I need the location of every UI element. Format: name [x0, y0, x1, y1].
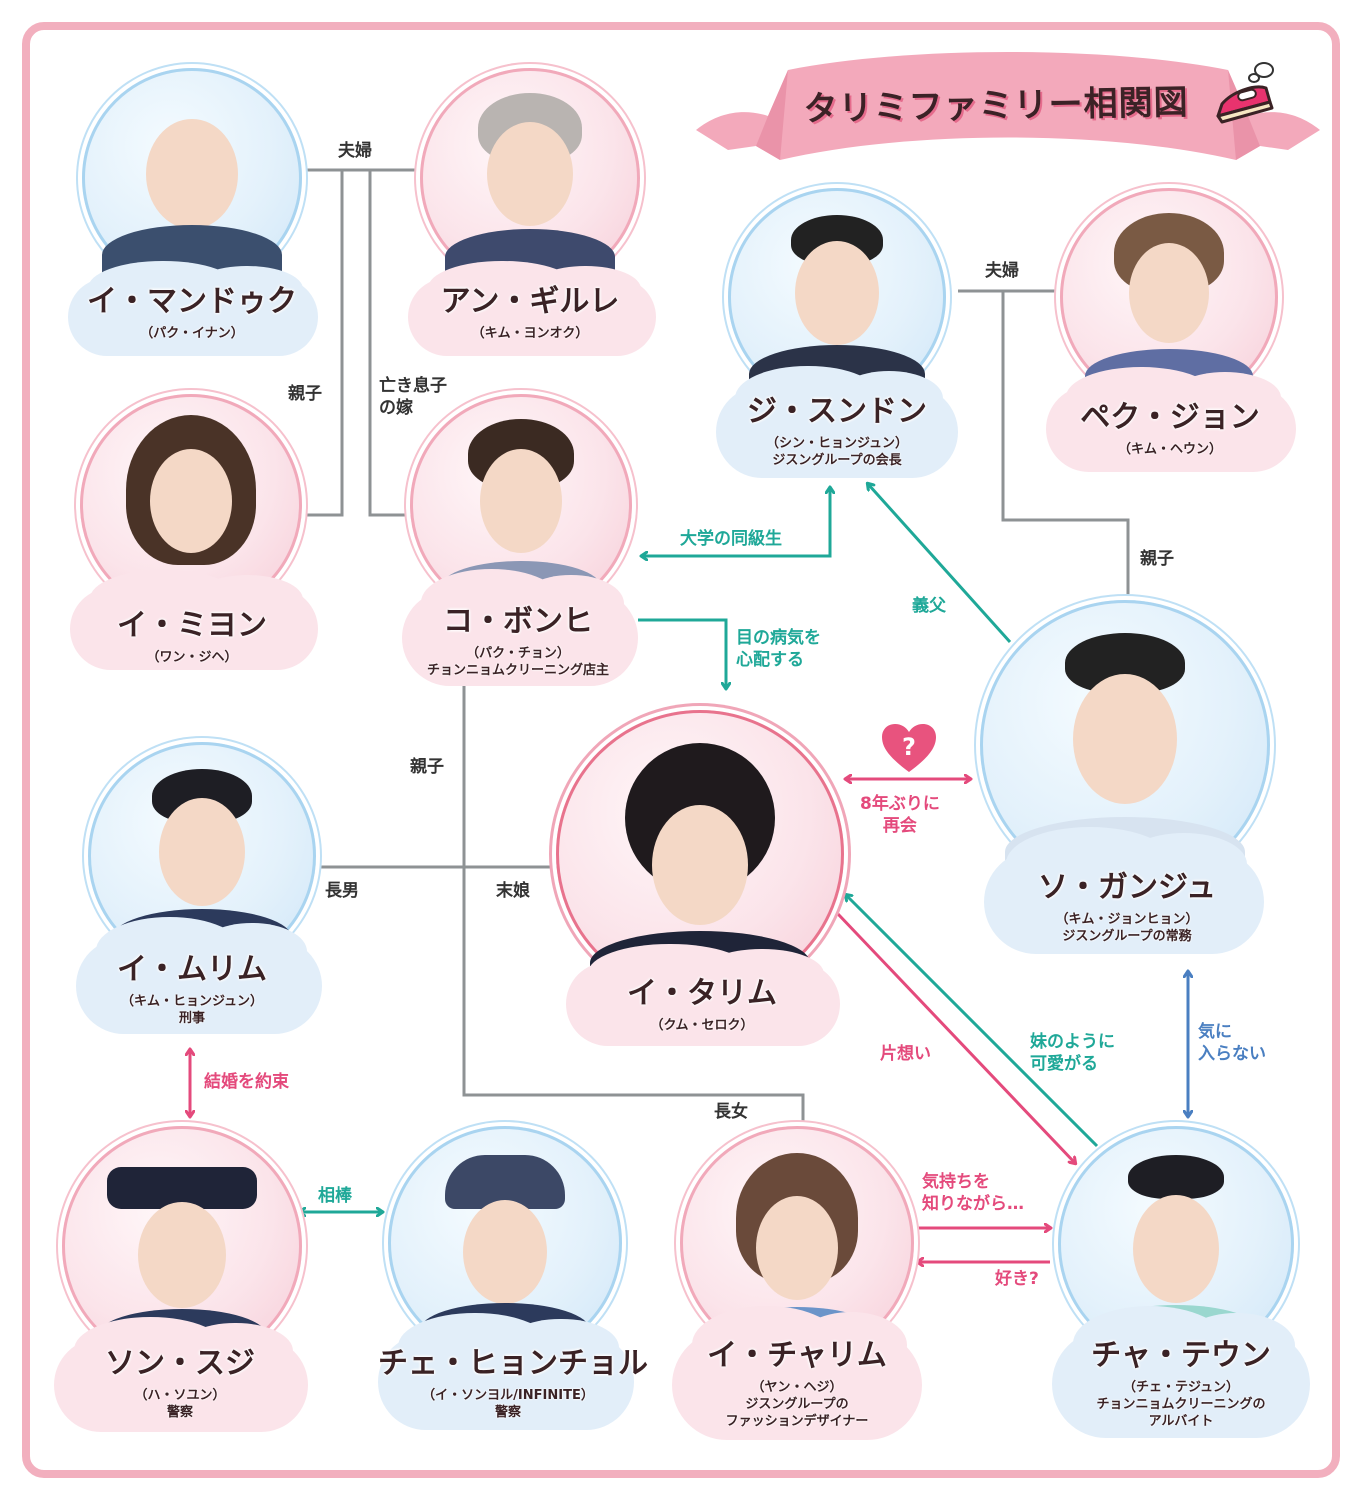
iron-icon — [1216, 62, 1274, 124]
character-name: イ・チャリム — [707, 1338, 887, 1373]
character-role: ジスングループの会長 — [772, 453, 902, 468]
character-name: チャ・テウン — [1091, 1338, 1271, 1373]
character-cha-taeun: チャ・テウン （チェ・テジュン） チョンニョムクリーニングの アルバイト — [1046, 1124, 1316, 1444]
name-cloud — [716, 365, 958, 478]
ribbon-icon — [696, 52, 1320, 160]
label-parent-child-1: 親子 — [288, 384, 322, 404]
label-worried-eye-disease: 目の病気を 心配する — [736, 628, 821, 670]
character-name: ジ・スンドン — [747, 394, 927, 429]
portrait-bubble — [420, 68, 640, 288]
character-role: チョンニョムクリーニングの アルバイト — [1096, 1397, 1266, 1429]
actor-name: （クム・セロク） — [650, 1018, 754, 1033]
label-eldest-daughter: 長女 — [714, 1102, 748, 1122]
character-an-gille: アン・ギルレ （キム・ヨンオク） — [400, 66, 660, 356]
actor-name: （チェ・テジュン） — [1122, 1380, 1240, 1395]
character-name: イ・タリム — [627, 976, 777, 1011]
line-parent-child-3 — [462, 680, 805, 1125]
title-banner: タリミファミリー相関図 — [688, 50, 1328, 170]
name-cloud — [378, 1312, 634, 1430]
name-cloud — [1046, 367, 1296, 472]
actor-name: （イ・ソンヨル/INFINITE） — [422, 1388, 594, 1403]
character-baek-jiyeon: ペク・ジョン （キム・ヘウン） — [1040, 186, 1300, 476]
character-son-suji: ソン・スジ （ハ・ソユン） 警察 — [52, 1124, 312, 1434]
arrow-father-in-law — [868, 484, 1012, 644]
label-youngest-daughter: 末娘 — [496, 881, 530, 901]
character-role: 刑事 — [178, 1011, 205, 1026]
label-couple-1: 夫婦 — [338, 141, 372, 161]
heart-question-icon: ? — [882, 724, 936, 772]
name-cloud — [984, 827, 1264, 954]
name-cloud — [402, 568, 638, 686]
label-reunion: 8年ぶりに 再会 — [860, 794, 940, 836]
actor-name: （シン・ヒョンジュン） — [765, 436, 909, 451]
label-father-in-law: 義父 — [912, 596, 946, 616]
page-title: タリミファミリー相関図 — [803, 82, 1189, 130]
character-i-tarim: イ・タリム （クム・セロク） — [552, 706, 852, 1046]
svg-text:?: ? — [902, 733, 916, 761]
actor-name: （ハ・ソユン） — [134, 1388, 226, 1403]
name-cloud — [76, 916, 322, 1034]
label-parent-child-3: 親子 — [410, 757, 444, 777]
label-college-classmates: 大学の同級生 — [680, 529, 782, 549]
label-couple-2: 夫婦 — [985, 261, 1019, 281]
actor-name: （キム・ジョンヒョン） — [1055, 912, 1199, 927]
actor-name: （キム・ヨンオク） — [471, 326, 589, 341]
character-role: 警察 — [494, 1405, 521, 1420]
name-cloud — [672, 1305, 922, 1440]
character-name: コ・ボンヒ — [443, 604, 593, 639]
character-role: ジスングループの ファッションデザイナー — [725, 1397, 869, 1429]
label-partners: 相棒 — [318, 1186, 352, 1206]
portrait-bubble — [82, 68, 302, 288]
name-cloud — [1052, 1306, 1310, 1438]
arrow-like-a-sister — [846, 895, 1099, 1148]
arrow-worried — [638, 618, 726, 688]
character-role: ジスングループの常務 — [1062, 929, 1192, 944]
label-engaged: 結婚を約束 — [204, 1072, 289, 1092]
label-likes: 好き? — [995, 1269, 1039, 1289]
character-role: 警察 — [166, 1405, 193, 1420]
character-i-charim: イ・チャリム （ヤン・ヘジ） ジスングループの ファッションデザイナー — [672, 1124, 922, 1444]
line-parent-child-1 — [305, 170, 344, 517]
arrow-one-sided-love — [836, 912, 1075, 1163]
character-name: ソ・ガンジュ — [1038, 870, 1216, 905]
character-i-murim: イ・ムリム （キム・ヒョンジュン） 刑事 — [74, 740, 324, 1040]
character-i-mandeuk: イ・マンドゥク （パク・イナン） — [62, 66, 322, 356]
character-choi-hyeoncheol: チェ・ヒョンチョル （イ・ソンヨル/INFINITE） 警察 — [378, 1124, 648, 1434]
actor-name: （キム・ヒョンジュン） — [120, 994, 264, 1009]
character-name: チェ・ヒョンチョル — [378, 1346, 648, 1381]
actor-name: （ヤン・ヘジ） — [751, 1380, 843, 1395]
character-name: イ・ムリム — [117, 952, 267, 987]
label-one-sided-love: 片想い — [880, 1044, 931, 1064]
character-name: ペク・ジョン — [1080, 400, 1260, 435]
actor-name: （パク・イナン） — [140, 326, 244, 341]
label-late-sons-wife: 亡き息子 の嫁 — [379, 376, 447, 418]
character-name: イ・マンドゥク — [87, 284, 297, 319]
label-dislike: 気に 入らない — [1198, 1022, 1266, 1064]
arrow-college-classmates — [642, 488, 830, 556]
label-like-a-sister: 妹のように 可愛がる — [1030, 1032, 1115, 1074]
character-ji-seungdon: ジ・スンドン （シン・ヒョンジュン） ジスングループの会長 — [712, 186, 962, 486]
label-knowing-feelings: 気持ちを 知りながら… — [922, 1172, 1024, 1214]
label-eldest-son: 長男 — [325, 881, 359, 901]
line-parent-child-2 — [1001, 291, 1130, 600]
name-cloud — [54, 1317, 308, 1432]
actor-name: （ワン・ジヘ） — [146, 650, 238, 665]
character-i-miyeon: イ・ミヨン （ワン・ジヘ） — [62, 392, 322, 672]
name-cloud — [70, 569, 318, 670]
actor-name: （キム・ヘウン） — [1117, 442, 1222, 457]
character-seo-gangju: ソ・ガンジュ （キム・ジョンヒョン） ジスングループの常務 — [974, 596, 1294, 966]
character-name: イ・ミヨン — [117, 608, 267, 643]
character-name: アン・ギルレ — [440, 284, 620, 319]
actor-name: （パク・チョン） — [466, 646, 570, 661]
line-late-sons-wife — [368, 170, 415, 517]
character-name: ソン・スジ — [105, 1346, 255, 1381]
name-cloud — [68, 260, 318, 356]
name-cloud — [566, 943, 840, 1046]
name-cloud — [408, 260, 656, 356]
character-go-bonhui: コ・ボンヒ （パク・チョン） チョンニョムクリーニング店主 — [398, 392, 638, 692]
character-role: チョンニョムクリーニング店主 — [426, 663, 609, 678]
label-parent-child-2: 親子 — [1140, 549, 1174, 569]
